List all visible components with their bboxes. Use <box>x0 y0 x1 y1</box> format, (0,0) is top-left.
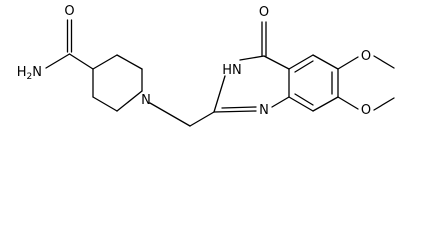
bond-o-ch3-lower <box>373 97 395 111</box>
bond-ch2-c2 <box>189 111 215 127</box>
bond-c8a-n1 <box>271 96 290 108</box>
bond-c6-o <box>337 56 359 70</box>
label-amide-o: O <box>64 4 74 19</box>
pyrimidinone-ring <box>213 21 290 113</box>
bond-n1-c2-a <box>213 110 257 113</box>
molecule-structure: O H2N N O HN N O O <box>17 4 395 127</box>
bond-o-ch3-upper <box>373 55 395 69</box>
label-quinazolinone-o: O <box>259 5 269 20</box>
carboxamide-group <box>45 19 94 70</box>
methoxy-groups <box>337 55 395 111</box>
bond-carbonyl-c-ring <box>68 53 94 70</box>
bond-benz-2 <box>312 54 339 70</box>
bond-pip-4 <box>116 90 143 112</box>
methylene-linker <box>149 102 215 127</box>
benzene-ring <box>288 54 339 112</box>
bond-carbonyl-c-n <box>45 53 71 69</box>
label-quinazolinone-n: N <box>259 103 269 118</box>
bond-benz-5 <box>288 96 314 112</box>
label-quinazolinone-hn: HN <box>222 63 242 78</box>
bond-n1-c2-b <box>221 106 257 109</box>
bond-n-ch2 <box>149 102 191 127</box>
bond-c4-c4a <box>263 55 290 70</box>
bond-pip-5 <box>92 96 118 112</box>
label-amide-nh2: H2N <box>17 65 42 82</box>
label-methoxy-o-lower: O <box>361 103 371 118</box>
label-methoxy-o-upper: O <box>361 49 371 64</box>
bond-pip-2 <box>116 54 143 70</box>
bond-benz-inner-1 <box>294 60 314 73</box>
bond-c2-n3 <box>213 75 226 113</box>
bond-benz-1 <box>288 54 314 70</box>
label-piperidine-n: N <box>141 93 151 108</box>
bond-c7-o <box>337 96 359 110</box>
bond-benz-inner-3 <box>294 93 314 106</box>
piperidine-ring <box>92 54 143 112</box>
bond-benz-4 <box>312 96 339 112</box>
bond-n3-c4 <box>239 55 265 61</box>
bond-pip-1 <box>92 54 118 70</box>
